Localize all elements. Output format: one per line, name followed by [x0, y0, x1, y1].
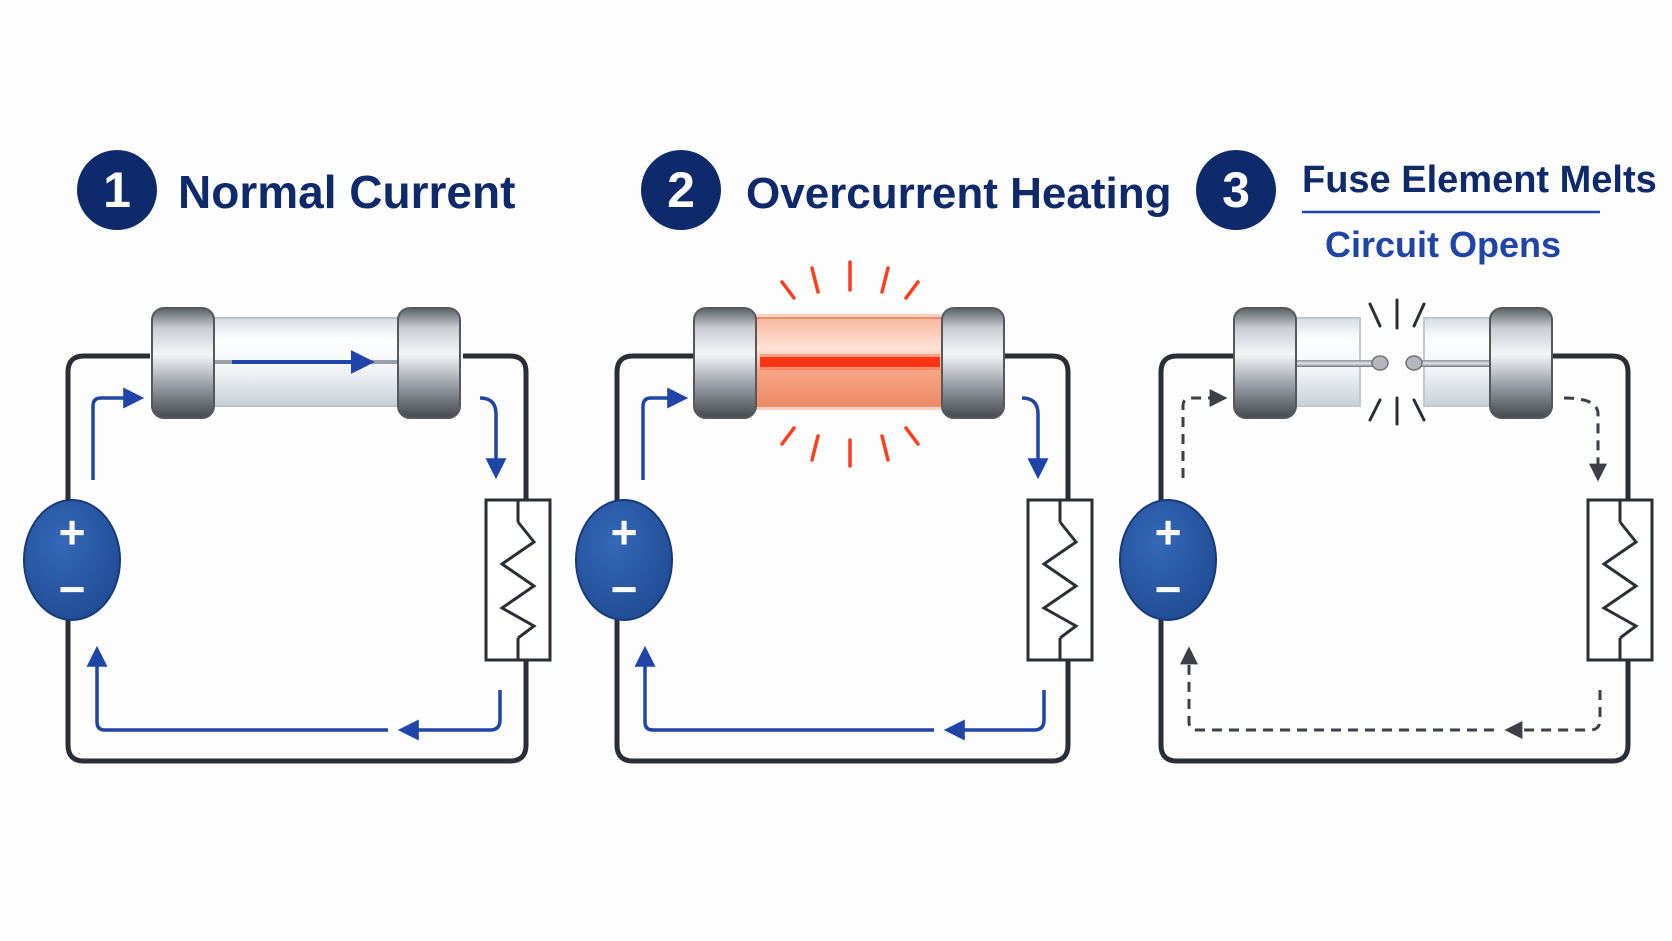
- panel-title: Normal Current: [178, 166, 515, 218]
- circuit-wire: [65, 353, 529, 764]
- current-arrow-dashed: [1181, 389, 1228, 478]
- break-spark-lines: [1368, 298, 1426, 426]
- step-number-badge: [641, 150, 721, 230]
- current-arrow: [479, 396, 507, 480]
- panel-title: Fuse Element Melts: [1302, 159, 1657, 201]
- resistor-zigzag: [1041, 521, 1079, 640]
- step-number: 2: [667, 162, 695, 218]
- panel-normal-current: 1 Normal Current + −: [23, 150, 552, 764]
- current-arrow: [634, 645, 934, 732]
- panel-overcurrent-heating: 2 Overcurrent Heating: [575, 150, 1171, 764]
- resistor: [484, 498, 552, 662]
- panel-subtitle: Circuit Opens: [1325, 224, 1561, 265]
- fuse-intact: [151, 307, 461, 419]
- current-arrow-dashed: [1504, 690, 1602, 739]
- panel-header: 3 Fuse Element Melts Circuit Opens: [1196, 150, 1657, 265]
- fuse-end-cap-right: [397, 307, 461, 419]
- resistor: [1586, 498, 1654, 662]
- current-arrow: [91, 387, 145, 480]
- battery-minus-sign: −: [611, 563, 638, 615]
- battery: + −: [575, 499, 673, 621]
- fuse-end-cap-right: [1489, 307, 1553, 419]
- fuse-element-left-fragment: [1290, 360, 1378, 367]
- interrupted-current-arrows: [1180, 389, 1607, 739]
- fuse-broken: [1233, 298, 1553, 426]
- current-arrow-dashed: [1563, 396, 1607, 482]
- battery-plus-sign: +: [59, 506, 86, 558]
- fuse-glowing: [693, 307, 1005, 419]
- panel-header: 2 Overcurrent Heating: [641, 150, 1171, 230]
- current-arrow: [1021, 396, 1049, 480]
- fuse-end-cap-left: [693, 307, 757, 419]
- fuse-element-right-fragment: [1416, 360, 1500, 367]
- battery-plus-sign: +: [611, 506, 638, 558]
- fuse-element-glowing: [760, 357, 940, 367]
- battery-minus-sign: −: [59, 563, 86, 615]
- current-arrow: [86, 645, 388, 732]
- resistor-zigzag: [1601, 521, 1639, 640]
- panel-title: Overcurrent Heating: [746, 169, 1171, 218]
- current-arrow: [641, 387, 689, 480]
- fuse-end-cap-left: [151, 307, 215, 419]
- step-number: 3: [1222, 162, 1250, 218]
- fuse-end-cap-right: [941, 307, 1005, 419]
- battery: + −: [23, 499, 121, 621]
- current-arrow: [943, 690, 1046, 741]
- step-number-badge: [1196, 150, 1276, 230]
- battery-minus-sign: −: [1155, 563, 1182, 615]
- resistor-zigzag: [499, 521, 537, 640]
- resistor: [1026, 498, 1094, 662]
- step-number-badge: [77, 150, 157, 230]
- current-arrow-dashed: [1180, 646, 1494, 732]
- circuit-wire: [614, 353, 1071, 764]
- heat-rays: [780, 260, 920, 468]
- panel-header: 1 Normal Current: [77, 150, 515, 230]
- circuit-wire: [1158, 353, 1631, 764]
- panel-fuse-melts: 3 Fuse Element Melts Circuit Opens: [1119, 150, 1657, 764]
- fuse-end-cap-left: [1233, 307, 1297, 419]
- battery-plus-sign: +: [1155, 506, 1182, 558]
- step-number: 1: [103, 162, 131, 218]
- battery: + −: [1119, 499, 1217, 621]
- current-arrow: [397, 690, 502, 741]
